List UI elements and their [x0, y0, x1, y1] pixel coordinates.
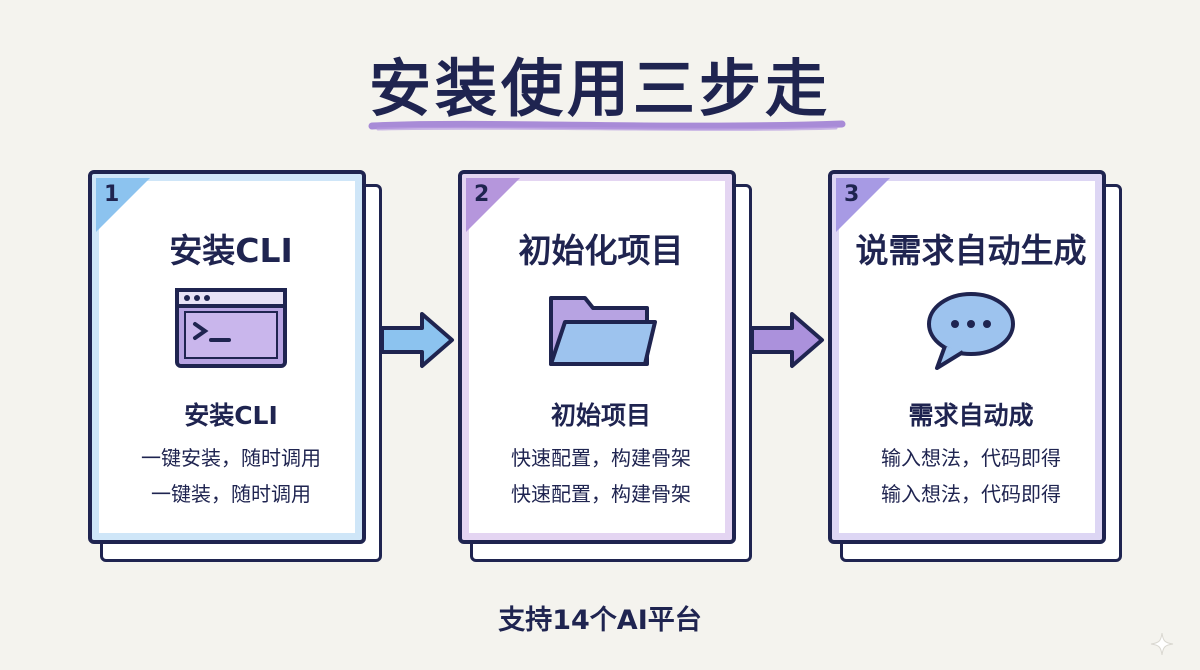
step-number: 2	[474, 182, 490, 207]
card-body: 2 初始化项目 初始项目 快速配置，构建骨架 快速配置，构建骨架	[458, 170, 736, 544]
step-card-1: 1 安装CLI 安装CLI 一键安装，随时调用 一键装，随时调用	[88, 170, 382, 562]
page-title: 安装使用三步走	[368, 52, 831, 125]
title-underline	[368, 120, 846, 131]
step-card-2: 2 初始化项目 初始项目 快速配置，构建骨架 快速配置，构建骨架	[458, 170, 752, 562]
step-subtitle: 安装CLI	[184, 401, 278, 430]
card-body: 1 安装CLI 安装CLI 一键安装，随时调用 一键装，随时调用	[88, 170, 366, 544]
platform-support-note: 支持14个AI平台	[498, 605, 702, 636]
step-desc-line: 快速配置，构建骨架	[511, 482, 691, 506]
step-desc-line: 一键装，随时调用	[151, 482, 311, 506]
step-title: 说需求自动生成	[855, 231, 1087, 270]
step-subtitle: 需求自动成	[908, 401, 1034, 430]
step-desc-line: 快速配置，构建骨架	[511, 446, 691, 470]
step-badge	[466, 178, 520, 232]
step-desc-line: 输入想法，代码即得	[881, 446, 1061, 470]
arrow-right-icon	[380, 312, 454, 368]
step-badge	[96, 178, 150, 232]
arrow-right-icon	[750, 312, 824, 368]
step-title: 安装CLI	[169, 231, 293, 270]
step-title: 初始化项目	[518, 231, 684, 270]
chat-bubble-icon	[927, 292, 1015, 370]
sparkle-icon	[1150, 632, 1174, 656]
step-badge	[836, 178, 890, 232]
step-card-3: 3 说需求自动生成 需求自动成 输入想法，代码即得 输入想法，代码即得	[828, 170, 1122, 562]
step-desc-line: 一键安装，随时调用	[141, 446, 321, 470]
step-desc-line: 输入想法，代码即得	[881, 482, 1061, 506]
folder-icon	[549, 296, 657, 366]
step-number: 1	[104, 182, 120, 207]
step-subtitle: 初始项目	[550, 401, 651, 430]
card-body: 3 说需求自动生成 需求自动成 输入想法，代码即得 输入想法，代码即得	[828, 170, 1106, 544]
step-number: 3	[844, 182, 860, 207]
terminal-icon	[175, 288, 287, 368]
